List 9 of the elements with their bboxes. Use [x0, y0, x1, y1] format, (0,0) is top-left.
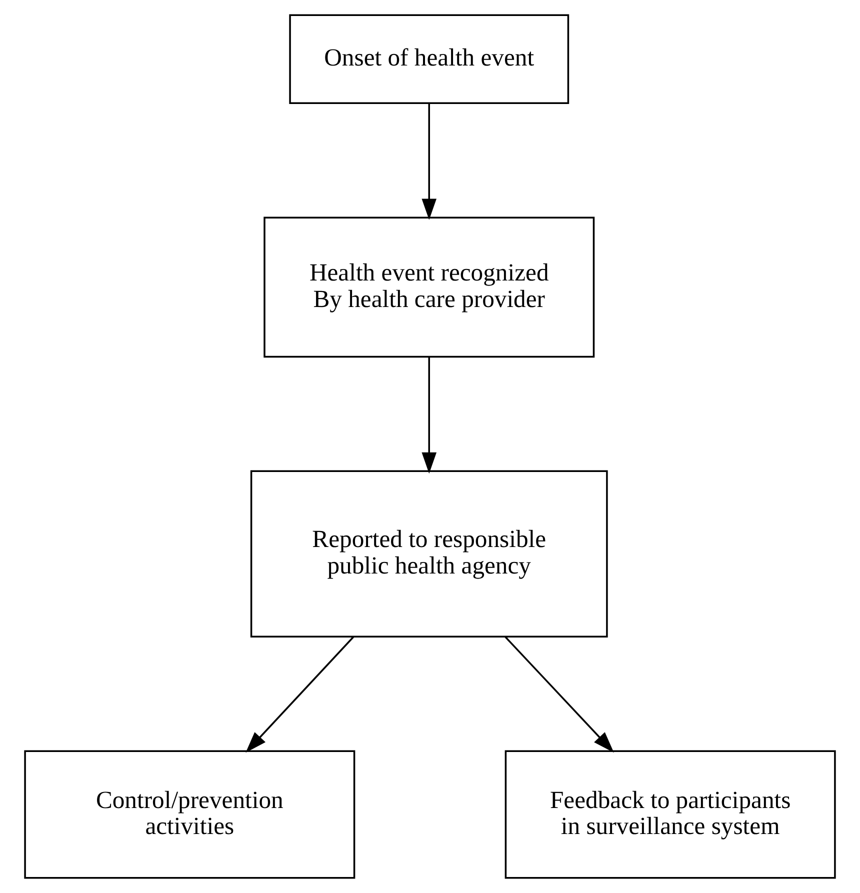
node-box: Control/prevention activities [24, 750, 356, 879]
arrow [246, 636, 354, 753]
node-box: Feedback to participants in surveillance system [504, 750, 836, 879]
node-box: Reported to responsible public health agency [250, 470, 608, 638]
node-box: Onset of health event [289, 14, 570, 104]
arrow [422, 104, 437, 220]
arrow [422, 357, 437, 474]
node-box: Health event recognized By health care provider [264, 216, 595, 358]
arrow [504, 636, 614, 753]
